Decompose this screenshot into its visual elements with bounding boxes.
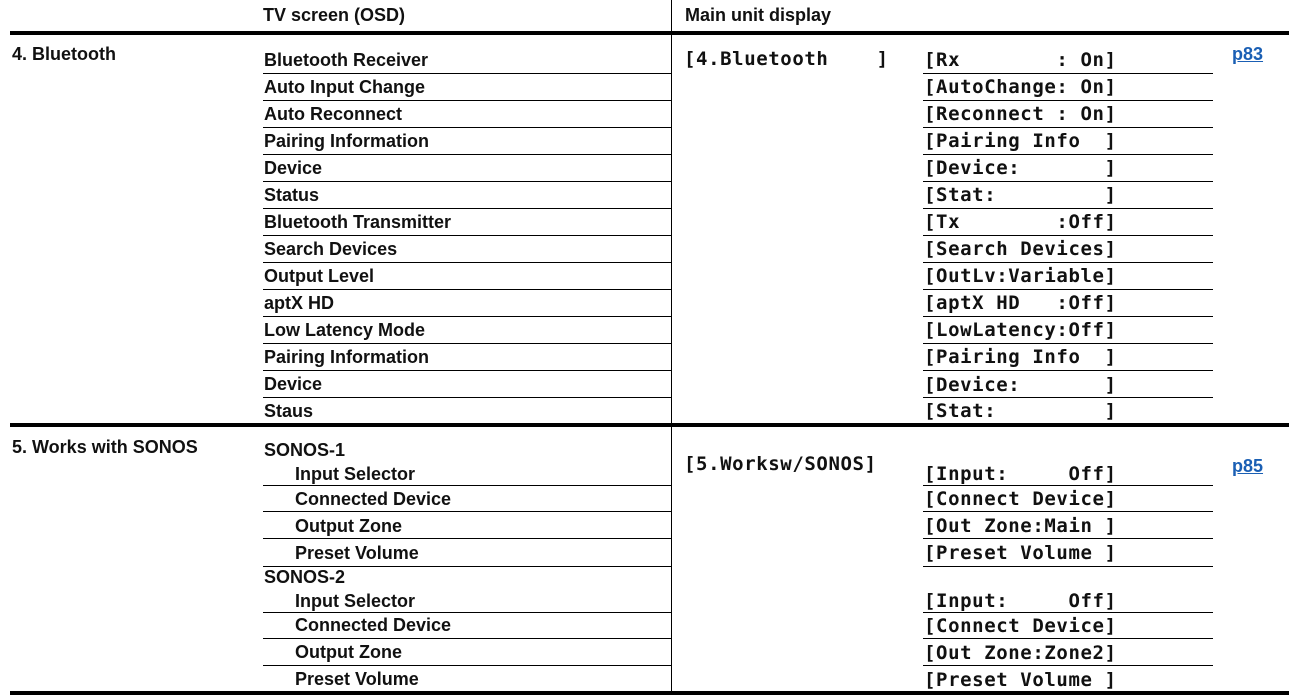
row-divider: [923, 538, 1213, 539]
osd-item-preset-volume: Preset Volume: [295, 543, 419, 563]
osd-item-bluetooth-transmitter: Bluetooth Transmitter: [264, 212, 452, 232]
row-divider: [263, 289, 671, 290]
row-divider: [263, 73, 671, 74]
row-divider: [923, 397, 1213, 398]
row-divider: [923, 235, 1213, 236]
display-item-preset-volume-2: [Preset Volume ]: [924, 669, 1117, 691]
row-divider: [923, 127, 1213, 128]
osd-item-preset-volume-2: Preset Volume: [295, 669, 419, 689]
row-divider: [263, 612, 671, 613]
header-osd: TV screen (OSD): [263, 5, 406, 25]
display-item-pairing-info: [Pairing Info ]: [924, 130, 1117, 152]
row-divider: [923, 511, 1213, 512]
display-item-lowlatency: [LowLatency:Off]: [924, 319, 1117, 341]
osd-item-aptx-hd: aptX HD: [264, 293, 335, 313]
osd-item-bluetooth-receiver: Bluetooth Receiver: [264, 50, 429, 70]
row-divider: [923, 612, 1213, 613]
osd-item-low-latency-mode: Low Latency Mode: [264, 320, 426, 340]
row-divider: [923, 665, 1213, 666]
page-link-p83[interactable]: p83: [1232, 44, 1264, 64]
osd-item-pairing-information: Pairing Information: [264, 131, 430, 151]
display-item-tx: [Tx :Off]: [924, 211, 1117, 233]
row-divider: [263, 538, 671, 539]
display-item-input-2: [Input: Off]: [924, 590, 1117, 612]
row-divider: [923, 154, 1213, 155]
display-item-outlv: [OutLv:Variable]: [924, 265, 1117, 287]
osd-item-input-selector: Input Selector: [295, 464, 416, 484]
display-item-out-zone: [Out Zone:Main ]: [924, 515, 1117, 537]
row-divider: [923, 208, 1213, 209]
row-divider: [263, 208, 671, 209]
row-divider: [923, 262, 1213, 263]
osd-item-auto-input-change: Auto Input Change: [264, 77, 425, 97]
row-divider: [923, 638, 1213, 639]
osd-item-connected-device: Connected Device: [295, 489, 452, 509]
main-unit-label-sonos: [5.Worksw/SONOS]: [684, 453, 877, 475]
row-divider: [263, 235, 671, 236]
osd-item-device: Device: [264, 158, 323, 178]
osd-item-device-tx: Device: [264, 374, 323, 394]
row-divider: [263, 181, 671, 182]
display-item-pairing-info-tx: [Pairing Info ]: [924, 346, 1117, 368]
row-divider: [263, 343, 671, 344]
row-divider: [923, 485, 1213, 486]
display-item-aptx-hd: [aptX HD :Off]: [924, 292, 1117, 314]
osd-item-status: Status: [264, 185, 320, 205]
display-item-stat-tx: [Stat: ]: [924, 400, 1117, 422]
row-divider: [923, 181, 1213, 182]
main-unit-label-bluetooth: [4.Bluetooth ]: [684, 48, 889, 70]
osd-item-output-zone-2: Output Zone: [295, 642, 402, 662]
osd-item-auto-reconnect: Auto Reconnect: [264, 104, 403, 124]
row-divider: [263, 262, 671, 263]
display-item-rx: [Rx : On]: [924, 49, 1117, 71]
row-divider: [263, 638, 671, 639]
column-divider: [671, 0, 672, 693]
section-title-sonos: 5. Works with SONOS: [12, 437, 198, 457]
display-item-device: [Device: ]: [924, 157, 1117, 179]
row-divider: [923, 316, 1213, 317]
osd-item-connected-device-2: Connected Device: [295, 615, 452, 635]
osd-item-output-zone: Output Zone: [295, 516, 402, 536]
row-divider: [923, 566, 1213, 567]
row-divider: [263, 485, 671, 486]
row-divider: [923, 100, 1213, 101]
row-divider: [263, 511, 671, 512]
osd-item-input-selector-2: Input Selector: [295, 591, 416, 611]
header-rule: [10, 31, 1289, 35]
page-link-p85[interactable]: p85: [1232, 456, 1264, 476]
display-item-stat: [Stat: ]: [924, 184, 1117, 206]
display-item-preset-volume: [Preset Volume ]: [924, 542, 1117, 564]
header-main-unit: Main unit display: [685, 5, 832, 25]
row-divider: [923, 343, 1213, 344]
row-divider: [263, 316, 671, 317]
row-divider: [263, 370, 671, 371]
section-title-bluetooth: 4. Bluetooth: [12, 44, 116, 64]
display-item-input: [Input: Off]: [924, 463, 1117, 485]
row-divider: [923, 73, 1213, 74]
display-item-autochange: [AutoChange: On]: [924, 76, 1117, 98]
row-divider: [263, 100, 671, 101]
section-rule: [10, 423, 1289, 427]
row-divider: [263, 127, 671, 128]
group-title-sonos-1: SONOS-1: [264, 440, 346, 460]
osd-item-staus: Staus: [264, 401, 314, 421]
display-item-device-tx: [Device: ]: [924, 374, 1117, 396]
display-item-out-zone-2: [Out Zone:Zone2]: [924, 642, 1117, 664]
bottom-rule: [10, 691, 1289, 695]
group-title-sonos-2: SONOS-2: [264, 567, 346, 587]
display-item-reconnect: [Reconnect : On]: [924, 103, 1117, 125]
display-item-search-devices: [Search Devices]: [924, 238, 1117, 260]
row-divider: [263, 566, 671, 567]
row-divider: [263, 397, 671, 398]
osd-item-output-level: Output Level: [264, 266, 375, 286]
row-divider: [263, 154, 671, 155]
row-divider: [263, 665, 671, 666]
display-item-connect-device: [Connect Device]: [924, 488, 1117, 510]
row-divider: [923, 370, 1213, 371]
osd-item-pairing-information-tx: Pairing Information: [264, 347, 430, 367]
display-item-connect-device-2: [Connect Device]: [924, 615, 1117, 637]
row-divider: [923, 289, 1213, 290]
osd-item-search-devices: Search Devices: [264, 239, 398, 259]
